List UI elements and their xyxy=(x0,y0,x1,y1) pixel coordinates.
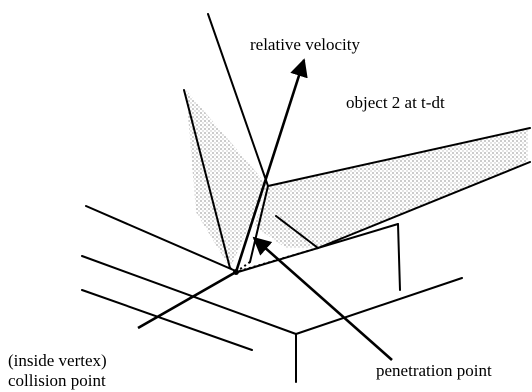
collision-point-arrow xyxy=(137,270,237,330)
object2-ridge-edge xyxy=(207,13,269,187)
object1-back-right-edge xyxy=(237,223,399,273)
collision-point-label: collision point xyxy=(8,371,106,390)
object1-front-left-edge xyxy=(81,255,297,335)
inside-vertex-label: (inside vertex) xyxy=(8,351,107,370)
object1-front-right-edge xyxy=(295,277,463,335)
object2-far-edge xyxy=(317,161,531,249)
object1-right-vertical-edge xyxy=(397,223,401,291)
object2-top-edge xyxy=(267,127,531,187)
penetration-point-label: penetration point xyxy=(376,361,492,380)
object1-back-left-edge xyxy=(85,205,239,273)
relative-velocity-arrow xyxy=(234,58,308,273)
object2-left-face xyxy=(186,90,268,268)
object2-top-face xyxy=(254,128,528,248)
collision-point-dot xyxy=(233,269,239,275)
object2-label: object 2 at t-dt xyxy=(346,93,445,112)
object1-left-outer-edge xyxy=(81,289,253,351)
relative-velocity-label: relative velocity xyxy=(250,35,360,54)
object2-left-edge xyxy=(183,89,231,269)
penetration-point-arrow xyxy=(252,236,393,361)
object2-bottom-edge xyxy=(275,215,319,249)
